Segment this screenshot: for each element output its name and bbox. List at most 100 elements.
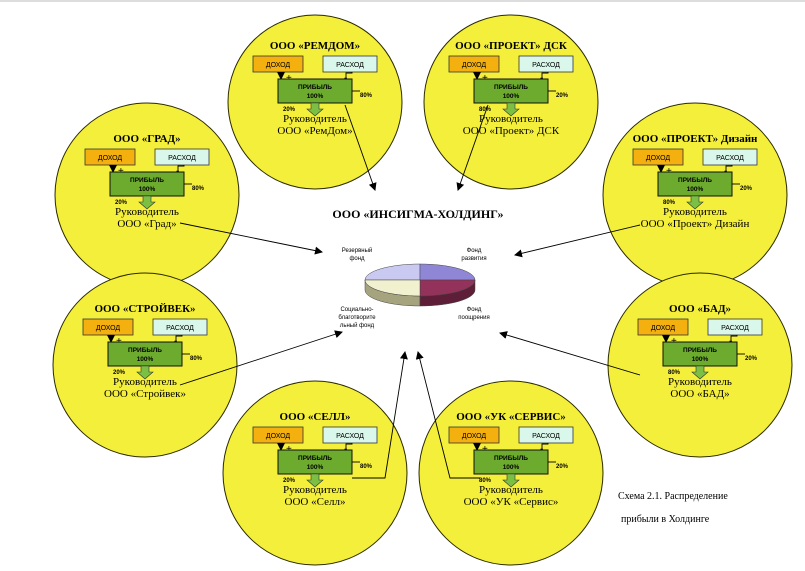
share-left: 80% [668, 370, 681, 376]
pie-label-development: развития [461, 256, 486, 262]
profit-label: ПРИБЫЛЬ [494, 455, 528, 462]
arrow-proekt-dsk [456, 104, 489, 191]
profit-percent: 100% [139, 186, 156, 193]
down-arrow-icon [306, 473, 324, 488]
pie-label-incentive: Фонд [467, 307, 482, 313]
profit-percent: 100% [137, 356, 154, 363]
unit-sell: ООО «СЕЛЛ»ДОХОДРАСХОД+-ПРИБЫЛЬ100%20%80%… [222, 380, 408, 566]
expense-box [518, 55, 574, 73]
profit-box [277, 78, 353, 104]
income-label: ДОХОД [96, 325, 121, 332]
arrow-grad [179, 222, 323, 255]
caption-line-2: прибыли в Холдинге [621, 514, 710, 525]
head-role: Руководитель [283, 484, 347, 496]
income-label: ДОХОД [98, 155, 123, 162]
expense-label: РАСХОД [721, 325, 749, 332]
pie-slice-development [419, 263, 476, 281]
share-right: 20% [556, 93, 569, 99]
profit-percent: 100% [307, 93, 324, 100]
unit-title: ООО «СТРОЙВЕК» [94, 303, 195, 315]
profit-percent: 100% [503, 93, 520, 100]
profit-label: ПРИБЫЛЬ [494, 84, 528, 91]
profit-label: ПРИБЫЛЬ [128, 347, 162, 354]
profit-percent: 100% [687, 186, 704, 193]
pie-slice-reserve [364, 263, 421, 281]
profit-percent: 100% [307, 464, 324, 471]
profit-flow-arrows [179, 104, 641, 479]
pie-slice-social [364, 279, 421, 297]
unit-uk-servis: ООО «УК «СЕРВИС»ДОХОДРАСХОД+-ПРИБЫЛЬ100%… [418, 380, 604, 566]
expense-to-profit [541, 443, 549, 450]
head-company: ООО «Селл» [285, 496, 346, 508]
head-role: Руководитель [668, 376, 732, 388]
expense-box [152, 318, 208, 336]
head-role: Руководитель [479, 113, 543, 125]
income-label: ДОХОД [462, 433, 487, 440]
profit-box [657, 171, 733, 197]
head-role: Руководитель [115, 206, 179, 218]
share-right: 80% [190, 356, 203, 362]
profit-box [277, 449, 353, 475]
share-left: 80% [479, 478, 492, 484]
down-arrow-icon [136, 365, 154, 380]
pie-label-incentive: поощрения [458, 315, 489, 321]
pie-label-social: льный фонд [340, 322, 375, 329]
holding-title: ООО «ИНСИГМА-ХОЛДИНГ» [332, 207, 503, 221]
income-label: ДОХОД [266, 433, 291, 440]
pie-label-reserve: Резервный [342, 247, 372, 254]
unit-grad: ООО «ГРАД»ДОХОДРАСХОД+-ПРИБЫЛЬ100%20%80%… [54, 102, 240, 288]
expense-label: РАСХОД [532, 433, 560, 440]
share-right: 80% [360, 93, 373, 99]
expense-to-profit [725, 165, 733, 172]
expense-box [702, 148, 758, 166]
unit-stroyvek: ООО «СТРОЙВЕК»ДОХОДРАСХОД+-ПРИБЫЛЬ100%20… [52, 272, 238, 458]
expense-to-profit [177, 165, 185, 172]
caption-line-1: Схема 2.1. Распределение [618, 491, 728, 502]
down-arrow-icon [138, 195, 156, 210]
profit-label: ПРИБЫЛЬ [298, 455, 332, 462]
expense-label: РАСХОД [168, 155, 196, 162]
profit-percent: 100% [692, 356, 709, 363]
head-company: ООО «БАД» [670, 388, 729, 400]
head-company: ООО «Проект» Дизайн [641, 218, 750, 230]
head-company: ООО «РемДом» [277, 125, 352, 137]
expense-box [322, 55, 378, 73]
head-company: ООО «УК «Сервис» [464, 496, 559, 508]
expense-label: РАСХОД [532, 62, 560, 69]
pie-label-reserve: фонд [349, 256, 365, 262]
expense-to-profit [730, 335, 738, 342]
head-role: Руководитель [663, 206, 727, 218]
arrow-proekt-dizain [514, 224, 641, 258]
share-left: 20% [113, 370, 126, 376]
expense-label: РАСХОД [716, 155, 744, 162]
arrow-uk-servis [415, 351, 480, 479]
share-left: 20% [283, 478, 296, 484]
expense-label: РАСХОД [336, 62, 364, 69]
share-left: 80% [663, 200, 676, 206]
unit-bad: ООО «БАД»ДОХОДРАСХОД+-ПРИБЫЛЬ100%80%20%Р… [607, 272, 793, 458]
down-arrow-icon [502, 102, 520, 117]
expense-box [322, 426, 378, 444]
down-arrow-icon [686, 195, 704, 210]
profit-box [473, 449, 549, 475]
share-right: 80% [360, 464, 373, 470]
expense-to-profit [345, 443, 353, 450]
head-company: ООО «Проект» ДСК [463, 125, 560, 137]
profit-label: ПРИБЫЛЬ [683, 347, 717, 354]
unit-title: ООО «РЕМДОМ» [270, 40, 360, 52]
down-arrow-icon [691, 365, 709, 380]
down-arrow-icon [306, 102, 324, 117]
income-label: ДОХОД [646, 155, 671, 162]
share-left: 20% [283, 107, 296, 113]
pie-chart-funds: РезервныйфондФондразвитияСоциально-благо… [338, 247, 489, 329]
unit-proekt-dizain: ООО «ПРОЕКТ» ДизайнДОХОДРАСХОД+-ПРИБЫЛЬ1… [602, 102, 788, 288]
expense-to-profit [175, 335, 183, 342]
pie-label-social: Социально- [340, 307, 373, 313]
expense-box [154, 148, 210, 166]
unit-remdom: ООО «РЕМДОМ»ДОХОДРАСХОД+-ПРИБЫЛЬ100%20%8… [227, 14, 403, 190]
expense-to-profit [345, 72, 353, 79]
unit-proekt-dsk: ООО «ПРОЕКТ» ДСКДОХОДРАСХОД+-ПРИБЫЛЬ100%… [423, 14, 599, 190]
profit-label: ПРИБЫЛЬ [678, 177, 712, 184]
arrow-bad [499, 331, 641, 376]
